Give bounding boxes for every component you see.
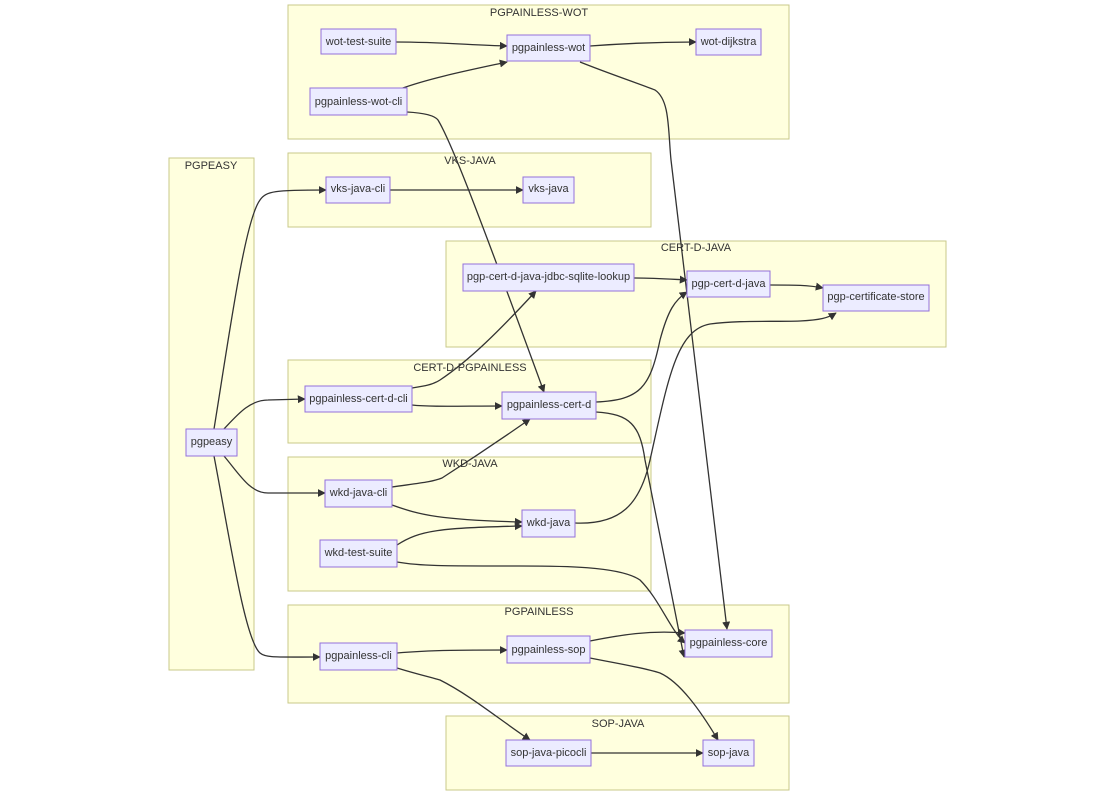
node-pgpainless-sop[interactable]: pgpainless-sop — [506, 635, 591, 664]
node-label-pgpainless-sop: pgpainless-sop — [512, 644, 586, 656]
node-label-wot-test-suite: wot-test-suite — [325, 36, 391, 48]
node-label-pgpainless-cert-d-cli: pgpainless-cert-d-cli — [309, 393, 407, 405]
node-wkd-java-cli[interactable]: wkd-java-cli — [324, 479, 393, 508]
node-sop-java[interactable]: sop-java — [702, 739, 755, 767]
node-wot-dijkstra[interactable]: wot-dijkstra — [695, 28, 762, 56]
node-label-sop-java: sop-java — [708, 747, 750, 759]
edge-pgp-cert-d-java-jdbc-sqlite-lookup-to-pgp-cert-d-java — [633, 275, 688, 284]
node-pgpainless-cli[interactable]: pgpainless-cli — [319, 642, 398, 671]
node-label-wkd-java: wkd-java — [526, 517, 571, 529]
edge-wkd-test-suite-to-wkd-java — [396, 522, 523, 546]
node-label-pgp-certificate-store: pgp-certificate-store — [827, 291, 924, 303]
edge-wkd-java-cli-to-wkd-java — [391, 504, 523, 526]
node-label-pgpainless-cli: pgpainless-cli — [325, 650, 392, 662]
node-wot-test-suite[interactable]: wot-test-suite — [320, 28, 397, 55]
edge-pgpainless-cli-to-sop-java-picocli — [396, 667, 531, 741]
edge-pgpainless-cert-d-cli-to-pgp-cert-d-java-jdbc-sqlite-lookup — [411, 290, 537, 389]
node-label-wot-dijkstra: wot-dijkstra — [700, 36, 758, 48]
node-label-pgp-cert-d-java: pgp-cert-d-java — [692, 278, 767, 290]
cluster-label-pgpeasy: PGPEASY — [185, 160, 238, 172]
cluster-label-cert-d-pgpainless: CERT-D-PGPAINLESS — [413, 362, 526, 374]
cluster-wkd-java: WKD-JAVA — [287, 456, 652, 592]
node-pgpainless-wot-cli[interactable]: pgpainless-wot-cli — [309, 87, 408, 116]
cluster-pgpeasy: PGPEASY — [168, 157, 255, 671]
node-label-pgpeasy: pgpeasy — [191, 436, 233, 448]
cluster-label-vks-java: VKS-JAVA — [444, 155, 496, 167]
edge-pgp-cert-d-java-to-pgp-certificate-store — [769, 282, 824, 291]
node-vks-java[interactable]: vks-java — [522, 176, 575, 204]
node-pgp-certificate-store[interactable]: pgp-certificate-store — [822, 284, 930, 312]
node-pgpeasy[interactable]: pgpeasy — [185, 428, 238, 457]
node-label-vks-java: vks-java — [528, 183, 569, 195]
node-vks-java-cli[interactable]: vks-java-cli — [325, 176, 391, 204]
cluster-label-sop-java: SOP-JAVA — [592, 718, 645, 730]
node-label-vks-java-cli: vks-java-cli — [331, 183, 385, 195]
edge-pgpainless-wot-cli-to-pgpainless-wot — [399, 59, 508, 90]
edge-pgpeasy-to-vks-java-cli — [213, 186, 327, 430]
node-label-pgpainless-core: pgpainless-core — [690, 637, 768, 649]
edge-pgpainless-wot-to-wot-dijkstra — [589, 38, 697, 47]
node-pgp-cert-d-java-jdbc-sqlite-lookup[interactable]: pgp-cert-d-java-jdbc-sqlite-lookup — [462, 263, 635, 292]
node-pgpainless-cert-d[interactable]: pgpainless-cert-d — [501, 391, 597, 420]
node-label-sop-java-picocli: sop-java-picocli — [511, 747, 587, 759]
node-pgpainless-core[interactable]: pgpainless-core — [684, 629, 773, 658]
edge-wkd-test-suite-to-pgpainless-core — [396, 561, 686, 644]
node-label-wkd-test-suite: wkd-test-suite — [324, 547, 393, 559]
edge-pgpainless-cert-d-to-pgp-cert-d-java — [595, 291, 688, 403]
node-label-pgp-cert-d-java-jdbc-sqlite-lookup: pgp-cert-d-java-jdbc-sqlite-lookup — [467, 271, 630, 283]
node-label-pgpainless-wot-cli: pgpainless-wot-cli — [315, 96, 402, 108]
edge-pgpainless-cert-d-cli-to-pgpainless-cert-d — [411, 402, 503, 411]
cluster-label-pgpainless-wot: PGPAINLESS-WOT — [490, 7, 588, 19]
edge-pgpainless-cli-to-pgpainless-sop — [396, 646, 508, 655]
node-label-pgpainless-cert-d: pgpainless-cert-d — [507, 399, 591, 411]
node-wkd-java[interactable]: wkd-java — [521, 509, 576, 538]
edge-wot-test-suite-to-pgpainless-wot — [395, 41, 508, 50]
edge-pgpainless-sop-to-sop-java — [589, 657, 719, 741]
edge-pgpainless-sop-to-pgpainless-core — [589, 628, 686, 642]
edge-pgpainless-wot-to-pgpainless-core — [579, 61, 731, 630]
edge-pgpeasy-to-pgpainless-cli — [213, 455, 321, 662]
node-pgp-cert-d-java[interactable]: pgp-cert-d-java — [686, 270, 771, 298]
node-sop-java-picocli[interactable]: sop-java-picocli — [505, 739, 592, 767]
edge-wkd-java-cli-to-pgpainless-cert-d — [391, 418, 531, 488]
node-label-wkd-java-cli: wkd-java-cli — [329, 487, 387, 499]
edge-pgpainless-cert-d-to-pgpainless-core — [595, 411, 687, 658]
edge-pgpeasy-to-wkd-java-cli — [223, 455, 326, 497]
node-wkd-test-suite[interactable]: wkd-test-suite — [319, 539, 398, 568]
cluster-label-pgpainless: PGPAINLESS — [505, 606, 574, 618]
cluster-label-cert-d-java: CERT-D-JAVA — [661, 242, 732, 254]
edge-wkd-java-to-pgp-certificate-store — [574, 312, 837, 524]
node-label-pgpainless-wot: pgpainless-wot — [512, 42, 585, 54]
cluster-pgpainless-wot: PGPAINLESS-WOT — [287, 4, 790, 140]
edge-pgpeasy-to-pgpainless-cert-d-cli — [223, 395, 306, 430]
node-pgpainless-wot[interactable]: pgpainless-wot — [506, 34, 591, 62]
node-pgpainless-cert-d-cli[interactable]: pgpainless-cert-d-cli — [304, 385, 413, 413]
cluster-label-wkd-java: WKD-JAVA — [442, 458, 498, 470]
